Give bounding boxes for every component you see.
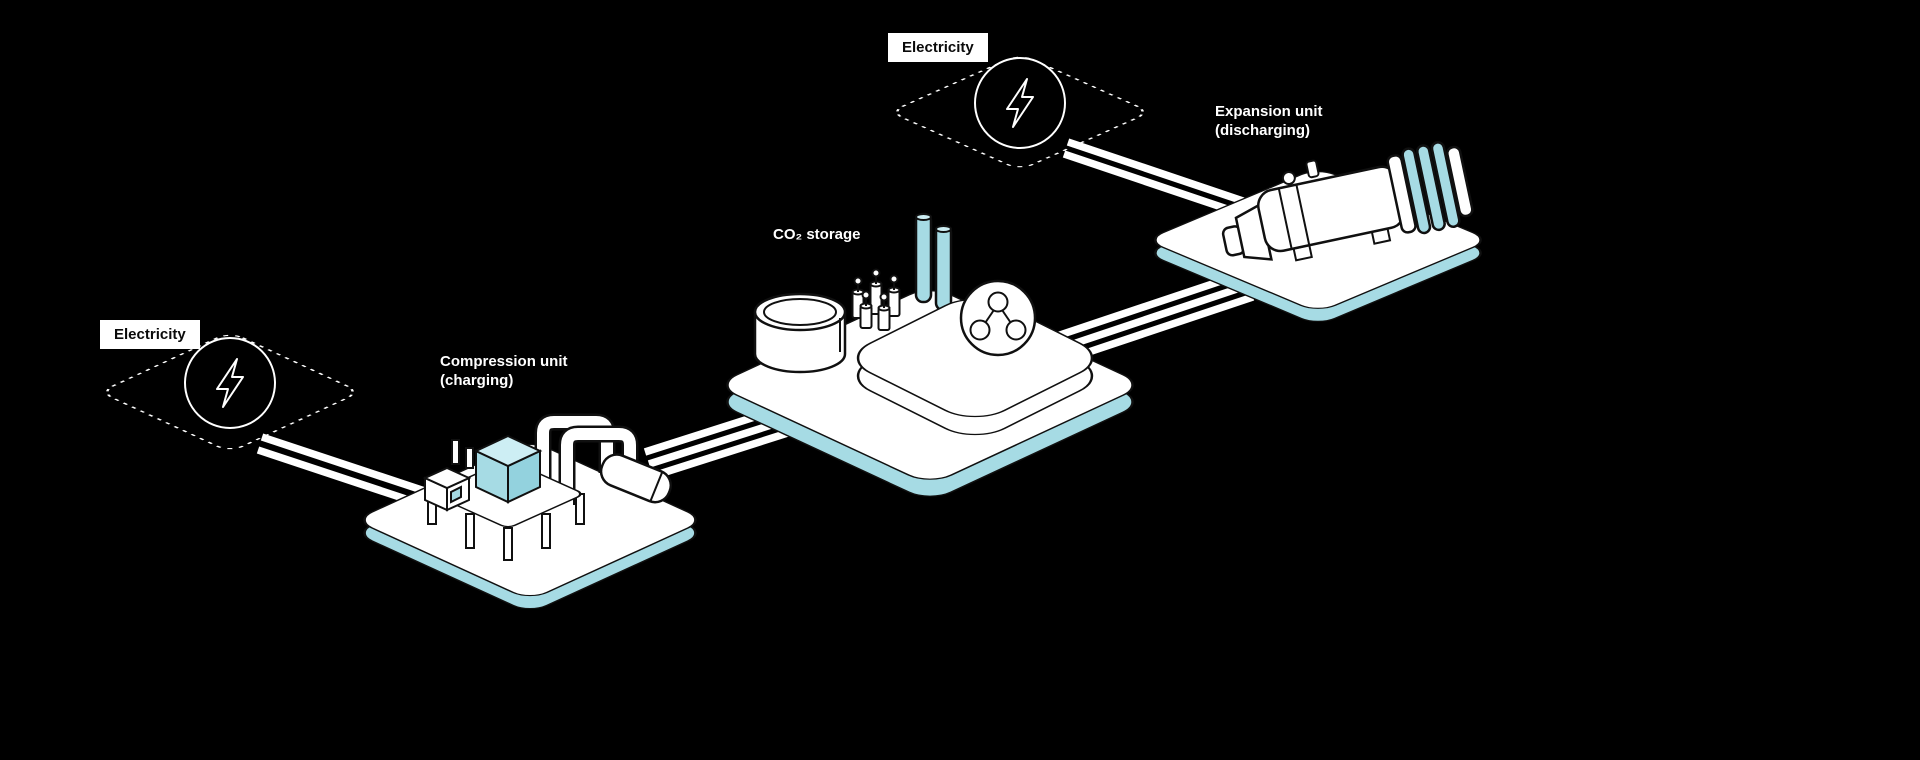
- heat-exchanger-cylinder: [599, 453, 673, 504]
- control-box: [422, 466, 472, 512]
- electricity-label-top: Electricity: [888, 33, 988, 62]
- storage-tank: [753, 292, 847, 374]
- storage-valves: [851, 268, 901, 331]
- connection-electricity-to-expansion: [1062, 138, 1257, 221]
- expansion-unit-label-line2: (discharging): [1215, 121, 1311, 139]
- compression-unit-label-line1: Compression unit: [440, 353, 568, 370]
- compression-unit-label: Compression unit (charging): [440, 353, 568, 391]
- electricity-node-left: [106, 334, 354, 450]
- compression-machinery: [422, 413, 673, 561]
- compressor-cube: [473, 434, 543, 504]
- co2-storage-label-text: CO₂ storage: [773, 226, 861, 243]
- expansion-unit-label: Expansion unit (discharging): [1215, 103, 1323, 141]
- electricity-node-top: [896, 56, 1144, 168]
- electricity-label-left: Electricity: [100, 320, 200, 349]
- molecule-icon: [959, 279, 1037, 357]
- electricity-label-top-text: Electricity: [902, 39, 974, 56]
- co2-storage-label: CO₂ storage: [773, 226, 861, 245]
- lightning-icon-top: [974, 57, 1066, 149]
- compression-unit-label-line2: (charging): [440, 371, 514, 389]
- electricity-label-left-text: Electricity: [114, 326, 186, 343]
- expansion-turbine: [1221, 141, 1474, 262]
- expansion-unit-label-line1: Expansion unit: [1215, 103, 1323, 120]
- lightning-icon-left: [184, 337, 276, 429]
